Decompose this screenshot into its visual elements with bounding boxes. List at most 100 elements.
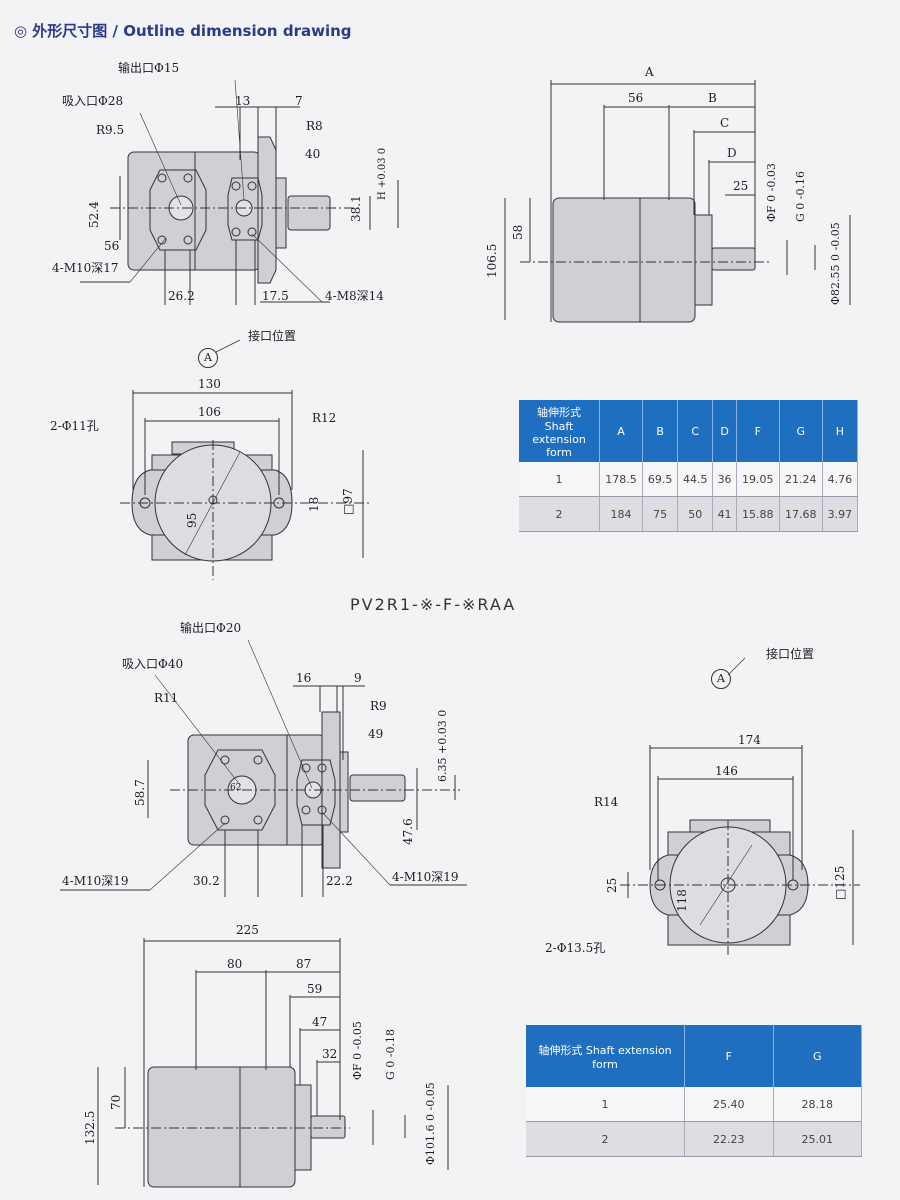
dim-label: 106.5 xyxy=(485,243,499,278)
side-view-1 xyxy=(504,80,851,323)
table-header: H xyxy=(822,400,859,462)
dim-label: D xyxy=(727,146,737,160)
dim-label: A xyxy=(645,65,654,79)
table-header: F xyxy=(684,1025,774,1087)
front-view-2 xyxy=(60,639,467,897)
table-row: 1 25.40 28.18 xyxy=(526,1087,862,1122)
table-cell: 2 xyxy=(519,496,600,532)
radius-label: R9.5 xyxy=(96,123,125,137)
dim-label: 47.6 xyxy=(401,818,415,845)
tolerance-label: G 0 -0.18 xyxy=(384,1029,397,1080)
table-header: C xyxy=(677,400,714,462)
table-cell: 22.23 xyxy=(684,1121,774,1157)
side-view-2 xyxy=(97,938,449,1188)
table-cell: 69.5 xyxy=(642,462,679,497)
dim-label: 49 xyxy=(368,727,384,741)
table-cell: 1 xyxy=(526,1087,685,1122)
tolerance-label: ΦF 0 -0.03 xyxy=(765,163,778,222)
table-cell: 178.5 xyxy=(599,462,643,497)
dim-label: 62 xyxy=(230,783,242,793)
dim-label: 132.5 xyxy=(83,1110,97,1145)
dim-label: 146 xyxy=(715,764,738,778)
table-cell: 1 xyxy=(519,462,600,497)
radius-label: R11 xyxy=(154,691,179,705)
dim-label: 58 xyxy=(511,224,525,240)
table-cell: 25.01 xyxy=(773,1121,862,1157)
model-number: PV2R1-※-F-※RAA xyxy=(350,595,517,614)
radius-label: R12 xyxy=(312,411,337,425)
dim-label: 9 xyxy=(354,671,362,685)
dim-label: 225 xyxy=(236,923,259,937)
tolerance-label: H +0.03 0 xyxy=(377,147,388,200)
table-row: 2 184 75 50 41 15.88 17.68 3.97 xyxy=(519,496,859,532)
port-position-label: 接口位置 xyxy=(766,647,815,661)
table-cell: 41 xyxy=(712,496,737,532)
table-cell: 17.68 xyxy=(779,496,823,532)
spec-table-1: 轴伸形式 Shaft extension form A B C D F G H … xyxy=(519,400,859,532)
dim-label: 18 xyxy=(307,496,321,512)
tolerance-label: Φ82.55 0 -0.05 xyxy=(829,222,842,305)
radius-label: R14 xyxy=(594,795,619,809)
tolerance-label: G 0 -0.16 xyxy=(794,171,807,222)
dim-label: 30.2 xyxy=(193,874,220,888)
table-cell: 44.5 xyxy=(677,462,714,497)
table-cell: 19.05 xyxy=(736,462,780,497)
dim-label: 25 xyxy=(733,179,749,193)
mount-view-2 xyxy=(620,745,860,955)
table-header: F xyxy=(736,400,780,462)
table-cell: 4.76 xyxy=(822,462,859,497)
dim-label: □125 xyxy=(833,865,847,900)
tolerance-label: ΦF 0 -0.05 xyxy=(351,1021,364,1080)
tolerance-label: Φ101.6 0 -0.05 xyxy=(424,1082,437,1165)
table-header: A xyxy=(599,400,643,462)
dim-label: 56 xyxy=(104,239,120,253)
tolerance-label: 6.35 +0.03 0 xyxy=(436,709,449,782)
view-marker-a: A xyxy=(711,669,731,689)
dim-label: 59 xyxy=(307,982,323,996)
outlet-label: 输出口Φ20 xyxy=(180,621,242,635)
dim-label: 174 xyxy=(738,733,761,747)
dim-label: 87 xyxy=(296,957,312,971)
table-cell: 25.40 xyxy=(684,1087,774,1122)
thread-label: 4-M8深14 xyxy=(325,289,384,303)
table-header: D xyxy=(712,400,737,462)
table-cell: 2 xyxy=(526,1121,685,1157)
dim-label: 38.1 xyxy=(349,195,363,222)
table-header: 轴伸形式 Shaft extension form xyxy=(526,1025,685,1087)
dim-label: 40 xyxy=(305,147,321,161)
table-cell: 3.97 xyxy=(822,496,859,532)
dim-label: □97 xyxy=(341,488,355,515)
table-cell: 28.18 xyxy=(773,1087,862,1122)
table-cell: 75 xyxy=(642,496,679,532)
thread-label: 4-M10深17 xyxy=(52,261,119,275)
dim-label: 80 xyxy=(227,957,243,971)
table-header: B xyxy=(642,400,679,462)
mount-view-1 xyxy=(120,390,370,580)
port-position-label: 接口位置 xyxy=(248,329,297,343)
inlet-label: 吸入口Φ40 xyxy=(122,657,184,671)
holes-label: 2-Φ13.5孔 xyxy=(545,941,606,955)
table-cell: 15.88 xyxy=(736,496,780,532)
radius-label: R8 xyxy=(306,119,323,133)
thread-label: 4-M10深19 xyxy=(392,870,459,884)
dim-label: B xyxy=(708,91,717,105)
dim-label: 17.5 xyxy=(262,289,289,303)
dim-label: 7 xyxy=(295,94,303,108)
front-view-1 xyxy=(80,79,399,305)
dim-label: 58.7 xyxy=(133,779,147,806)
table-row: 2 22.23 25.01 xyxy=(526,1121,862,1157)
thread-label: 4-M10深19 xyxy=(62,874,129,888)
port-leader-2 xyxy=(727,657,746,676)
table-header: 轴伸形式 Shaft extension form xyxy=(519,400,600,462)
dim-label: 32 xyxy=(322,1047,338,1061)
dim-label: 26.2 xyxy=(168,289,195,303)
dim-label: 118 xyxy=(675,889,689,912)
table-cell: 36 xyxy=(712,462,737,497)
dim-label: 52.4 xyxy=(87,201,101,228)
outlet-label: 输出口Φ15 xyxy=(118,61,180,75)
dim-label: 13 xyxy=(235,94,251,108)
radius-label: R9 xyxy=(370,699,387,713)
dim-label: C xyxy=(720,116,730,130)
